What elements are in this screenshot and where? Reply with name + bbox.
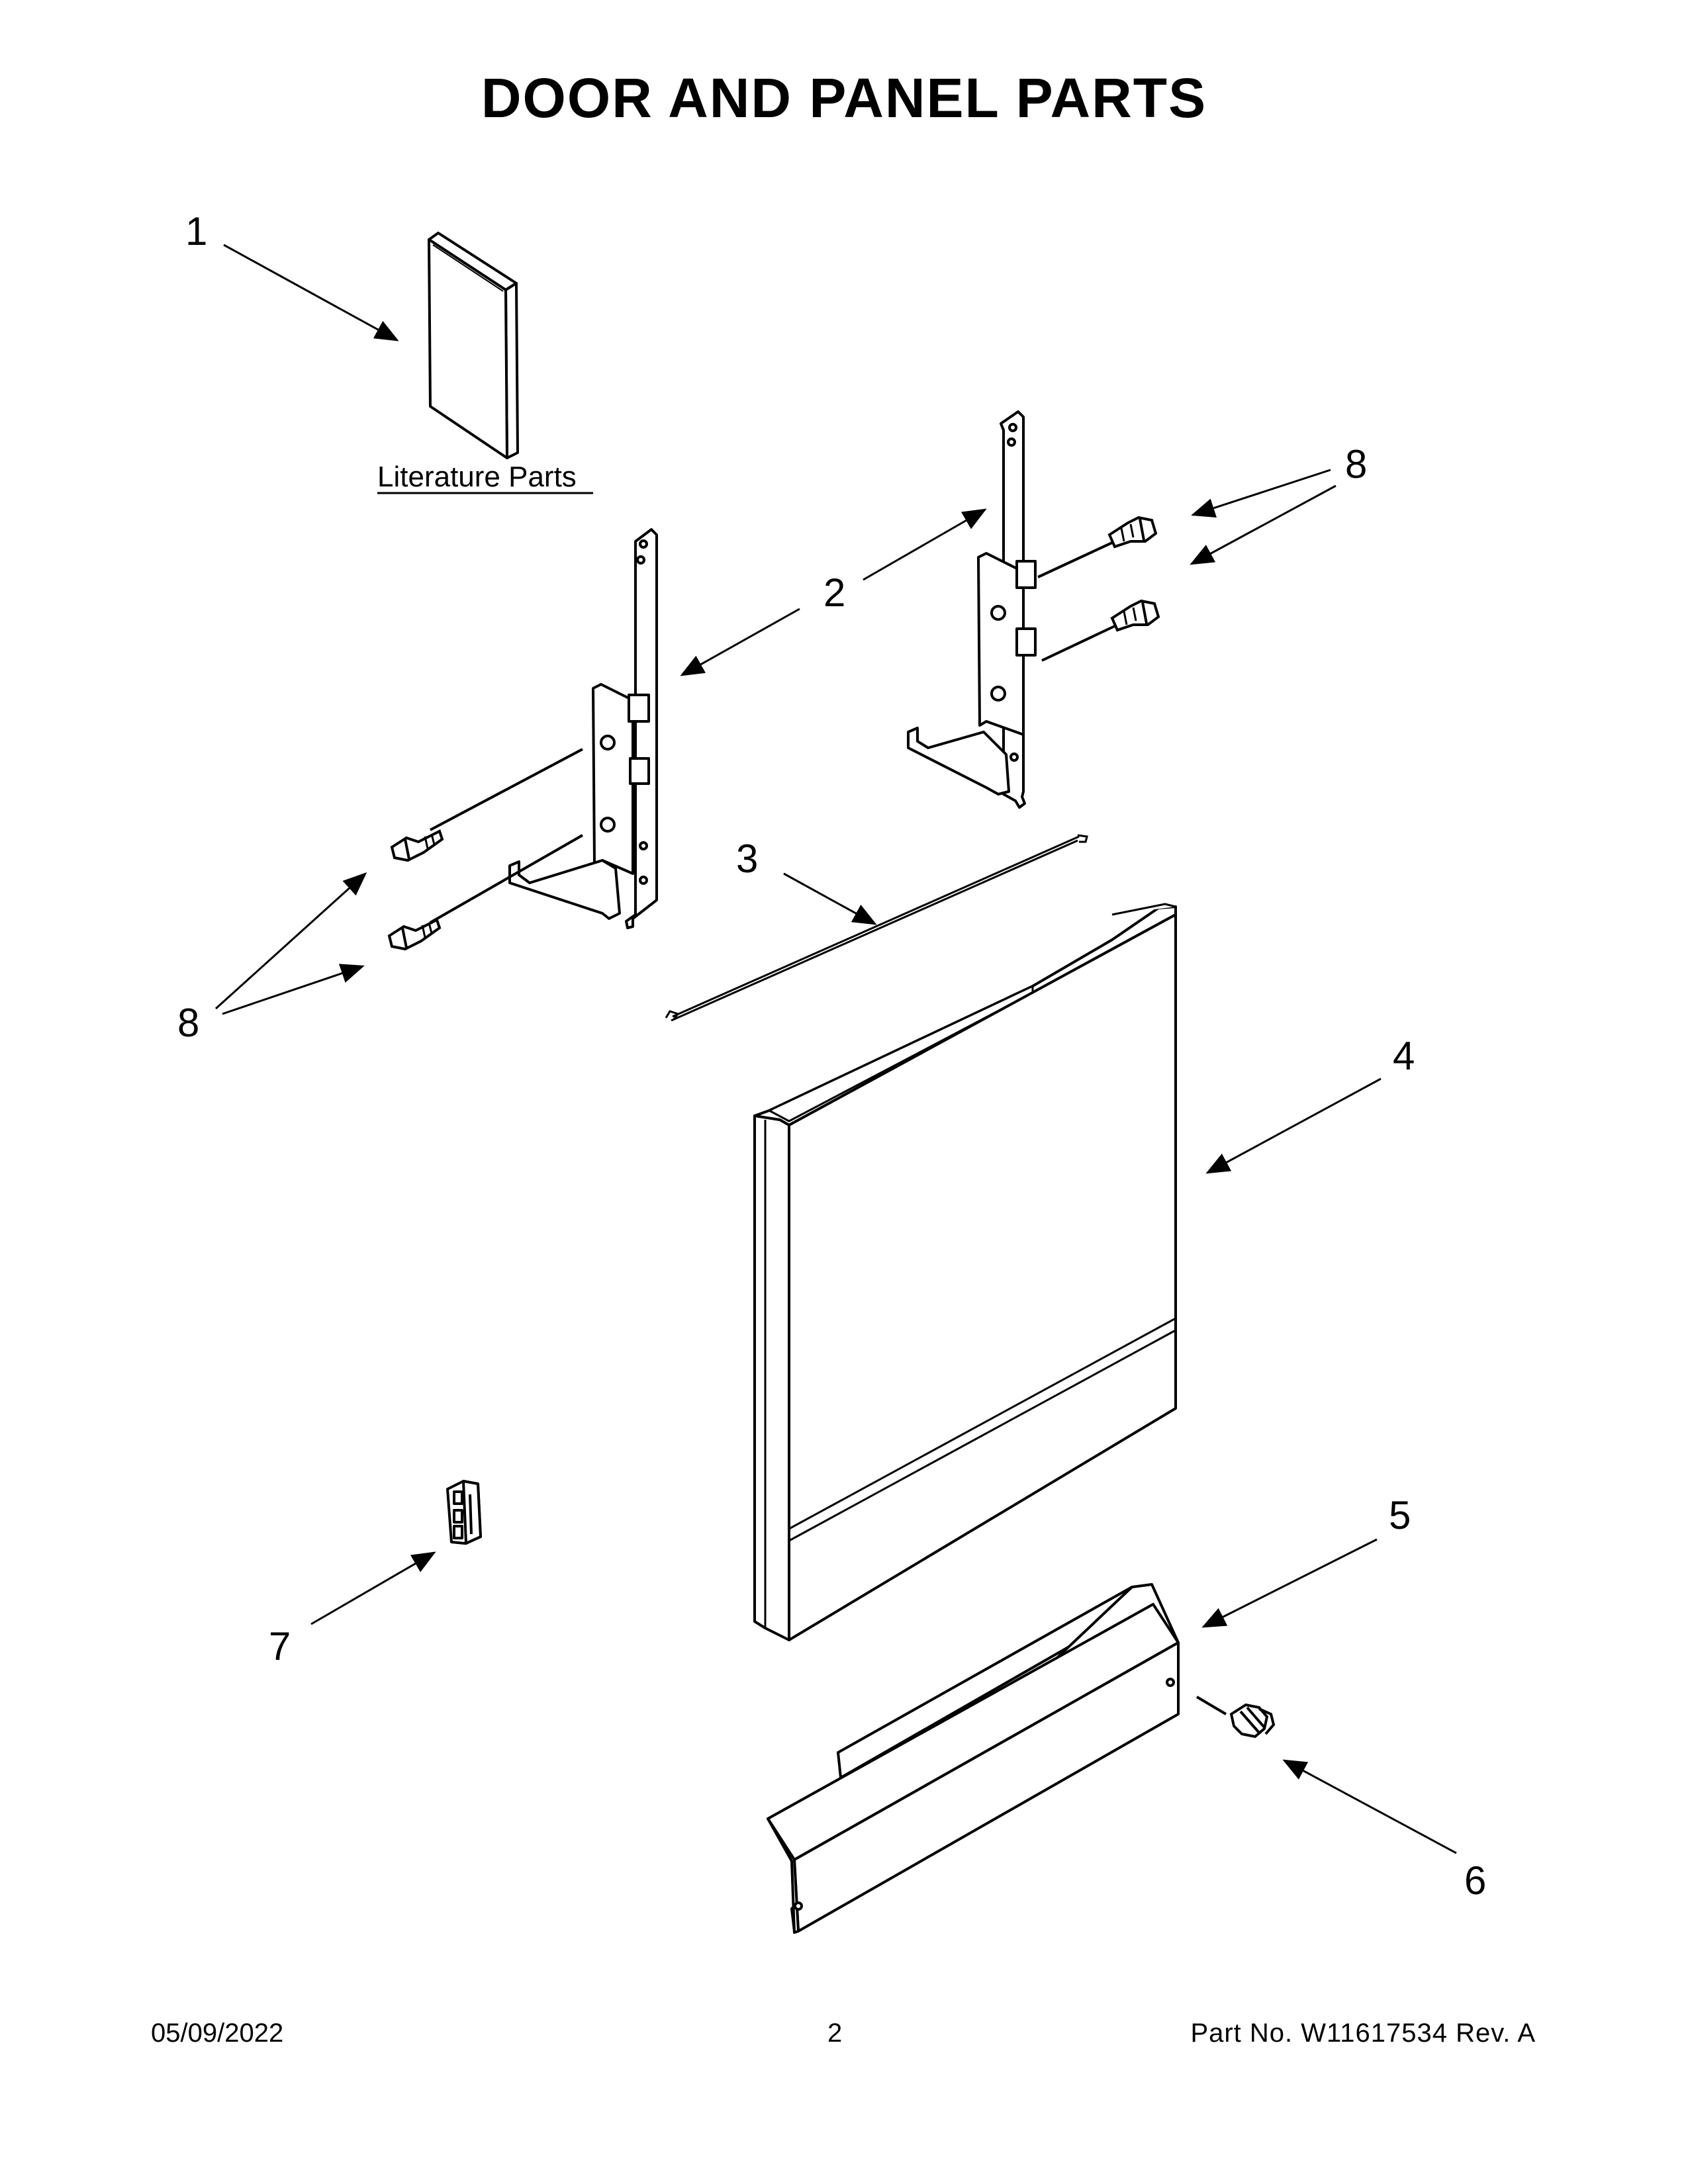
- callout-3: 3: [736, 837, 758, 881]
- screw-left-lower: [387, 834, 583, 951]
- arrow-4: [1205, 1077, 1382, 1174]
- callout-7: 7: [269, 1624, 291, 1668]
- callout-2: 2: [823, 570, 845, 615]
- arrow-6: [1282, 1759, 1457, 1854]
- footer-part-number: Part No. W11617534 Rev. A: [1190, 2019, 1536, 2048]
- arrow-1: [223, 244, 399, 341]
- screw-right-upper: [1037, 516, 1158, 578]
- arrow-5: [1201, 1538, 1378, 1628]
- door-panel: [753, 903, 1177, 1641]
- door-rod: [665, 834, 1088, 1022]
- callout-arrows: [214, 244, 1457, 1854]
- callout-8-bottom: 8: [177, 1001, 199, 1045]
- callout-6: 6: [1464, 1858, 1486, 1903]
- hinge-bracket-right: [907, 410, 1037, 809]
- callout-5: 5: [1389, 1493, 1411, 1537]
- arrow-8-top-upper: [1191, 469, 1331, 518]
- screw-left-upper: [390, 748, 583, 862]
- callout-1: 1: [185, 209, 207, 253]
- hinge-bracket-left: [508, 528, 658, 929]
- arrow-8-top-lower: [1190, 484, 1336, 565]
- callout-4: 4: [1393, 1034, 1415, 1078]
- arrow-7: [310, 1551, 436, 1625]
- toe-panel-screw: [1196, 1696, 1276, 1739]
- literature-booklet: [428, 232, 519, 459]
- arrow-3: [783, 872, 877, 925]
- footer-date: 05/09/2022: [151, 2019, 284, 2048]
- arrow-2-right: [863, 508, 987, 581]
- literature-parts-label: Literature Parts: [377, 461, 577, 493]
- arrow-8-bottom-lower: [222, 964, 365, 1015]
- footer-page-number: 2: [827, 2019, 843, 2048]
- arrow-8-bottom-upper: [214, 872, 367, 1010]
- page-title: DOOR AND PANEL PARTS: [481, 67, 1207, 129]
- door-clip: [446, 1480, 482, 1545]
- callout-8-top: 8: [1345, 442, 1367, 486]
- screw-right-lower: [1041, 599, 1160, 662]
- toe-panel: [767, 1583, 1180, 1934]
- arrow-2-left: [680, 608, 800, 676]
